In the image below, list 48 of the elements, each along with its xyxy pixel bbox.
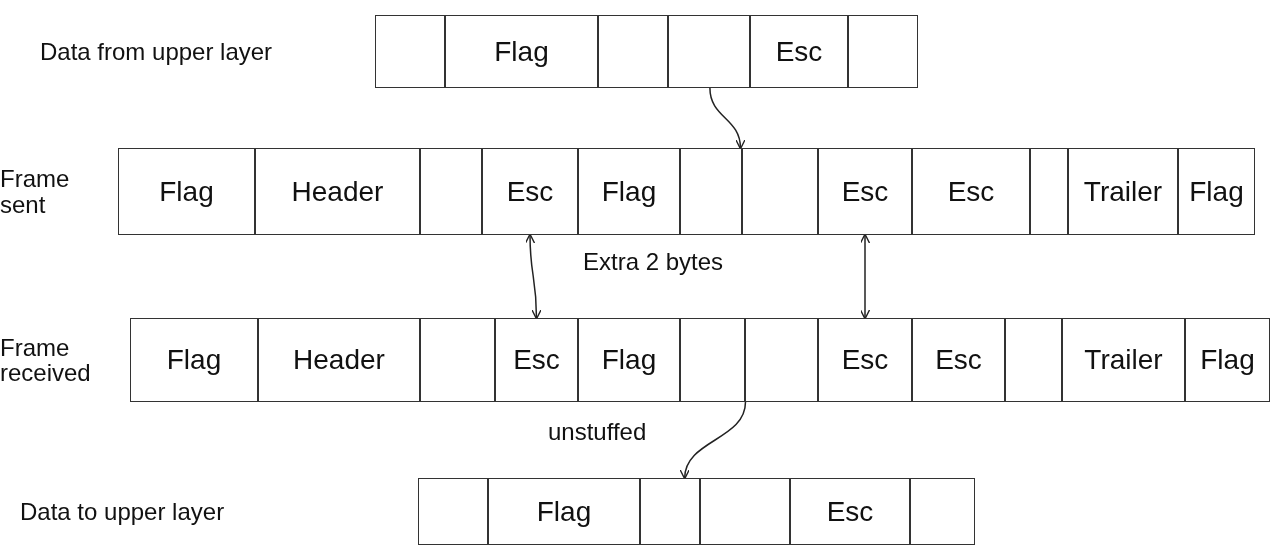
byte-cell: Esc: [818, 318, 912, 402]
byte-cell: Trailer: [1068, 148, 1178, 235]
byte-cell: Esc: [790, 478, 910, 545]
byte-cell: Flag: [130, 318, 258, 402]
empty-byte-cell: [742, 148, 818, 235]
byte-cell: Flag: [1185, 318, 1270, 402]
byte-cell: Esc: [750, 15, 848, 88]
empty-byte-cell: [1030, 148, 1068, 235]
row-label: Data from upper layer: [40, 36, 274, 67]
byte-cell: Flag: [445, 15, 598, 88]
empty-byte-cell: [418, 478, 488, 545]
byte-cell: Trailer: [1062, 318, 1185, 402]
byte-cell: Flag: [118, 148, 255, 235]
byte-cell: Esc: [818, 148, 912, 235]
empty-byte-cell: [745, 318, 818, 402]
double-arrow: [524, 233, 542, 320]
frame-row: [40, 15, 918, 88]
empty-byte-cell: [680, 318, 745, 402]
byte-cell: Flag: [488, 478, 640, 545]
frame-row: [0, 318, 1270, 402]
empty-byte-cell: [420, 148, 482, 235]
byte-cell: Flag: [578, 318, 680, 402]
byte-cell: Header: [258, 318, 420, 402]
byte-cell: Esc: [912, 318, 1005, 402]
byte-cell: Flag: [578, 148, 680, 235]
arrow: [709, 87, 745, 150]
empty-byte-cell: [848, 15, 918, 88]
empty-byte-cell: [700, 478, 790, 545]
row-label: Frame sent: [0, 164, 71, 220]
byte-cell: Flag: [1178, 148, 1255, 235]
frame-row: [0, 148, 1255, 235]
empty-byte-cell: [640, 478, 700, 545]
empty-byte-cell: [910, 478, 975, 545]
empty-byte-cell: [680, 148, 742, 235]
empty-byte-cell: [1005, 318, 1062, 402]
byte-cell: Esc: [482, 148, 578, 235]
double-arrow: [859, 233, 871, 320]
byte-cell: Esc: [912, 148, 1030, 235]
empty-byte-cell: [420, 318, 495, 402]
row-label: Data to upper layer: [20, 496, 226, 527]
empty-byte-cell: [375, 15, 445, 88]
empty-byte-cell: [598, 15, 668, 88]
row-label: Frame received: [0, 332, 92, 388]
frame-row: [20, 478, 975, 545]
arrow: [680, 401, 747, 480]
byte-cell: Esc: [495, 318, 578, 402]
empty-byte-cell: [668, 15, 750, 88]
byte-cell: Header: [255, 148, 420, 235]
